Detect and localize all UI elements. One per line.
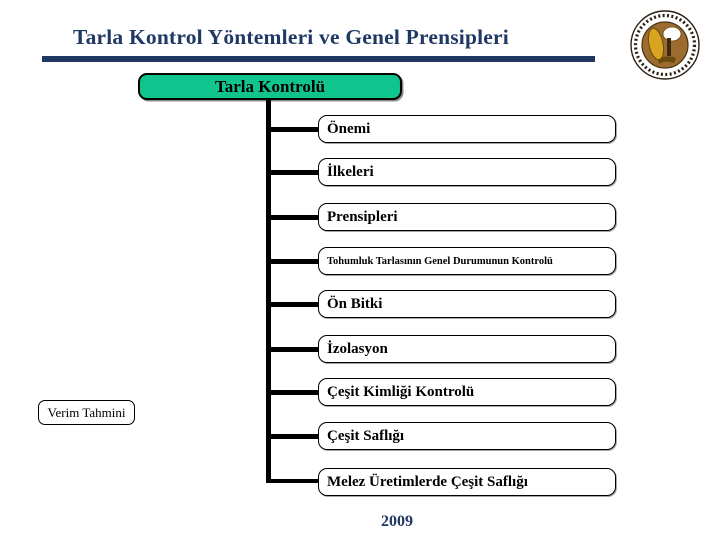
- connector-branch-2: [268, 170, 319, 175]
- node-onemi: Önemi: [318, 115, 616, 143]
- node-label: Çeşit Kimliği Kontrolü: [327, 383, 475, 400]
- connector-branch-7: [268, 390, 319, 395]
- connector-branch-4: [268, 259, 319, 264]
- node-label: Melez Üretimlerde Çeşit Saflığı: [327, 473, 528, 490]
- node-izolasyon: İzolasyon: [318, 335, 616, 363]
- connector-branch-1: [268, 127, 319, 132]
- slide-year: 2009: [381, 513, 413, 530]
- node-melez-uretimlerde-cesit-safligi: Melez Üretimlerde Çeşit Saflığı: [318, 468, 616, 496]
- node-verim-tahmini: Verim Tahmini: [38, 400, 135, 425]
- node-label: Çeşit Saflığı: [327, 427, 405, 444]
- node-prensipleri: Prensipleri: [318, 203, 616, 231]
- node-label: Verim Tahmini: [47, 404, 126, 420]
- connector-branch-8: [268, 434, 319, 439]
- connector-branch-3: [268, 215, 319, 220]
- node-label: Önemi: [327, 120, 371, 137]
- node-on-bitki: Ön Bitki: [318, 290, 616, 318]
- node-cesit-kimligi-kontrolu: Çeşit Kimliği Kontrolü: [318, 378, 616, 406]
- node-label: Prensipleri: [327, 208, 398, 225]
- connector-branch-6: [268, 347, 319, 352]
- university-seal-icon: [630, 10, 700, 80]
- connector-branch-9: [268, 478, 319, 483]
- root-node-label: Tarla Kontrolü: [214, 76, 326, 96]
- node-label: Tohumluk Tarlasının Genel Durumunun Kont…: [327, 255, 553, 267]
- title-underline-bar: [42, 56, 595, 62]
- root-node-tarla-kontrolu: Tarla Kontrolü: [138, 73, 402, 100]
- node-cesit-safligi: Çeşit Saflığı: [318, 422, 616, 450]
- node-label: Ön Bitki: [327, 295, 383, 312]
- node-label: İlkeleri: [327, 163, 374, 180]
- node-label: İzolasyon: [327, 340, 388, 357]
- slide-title: Tarla Kontrol Yöntemleri ve Genel Prensi…: [73, 25, 509, 49]
- connector-branch-5: [268, 302, 319, 307]
- node-tohumluk-tarlasinin-genel-durumunun-kontrolu: Tohumluk Tarlasının Genel Durumunun Kont…: [318, 247, 616, 275]
- connector-trunk-line: [266, 99, 271, 483]
- node-ilkeleri: İlkeleri: [318, 158, 616, 186]
